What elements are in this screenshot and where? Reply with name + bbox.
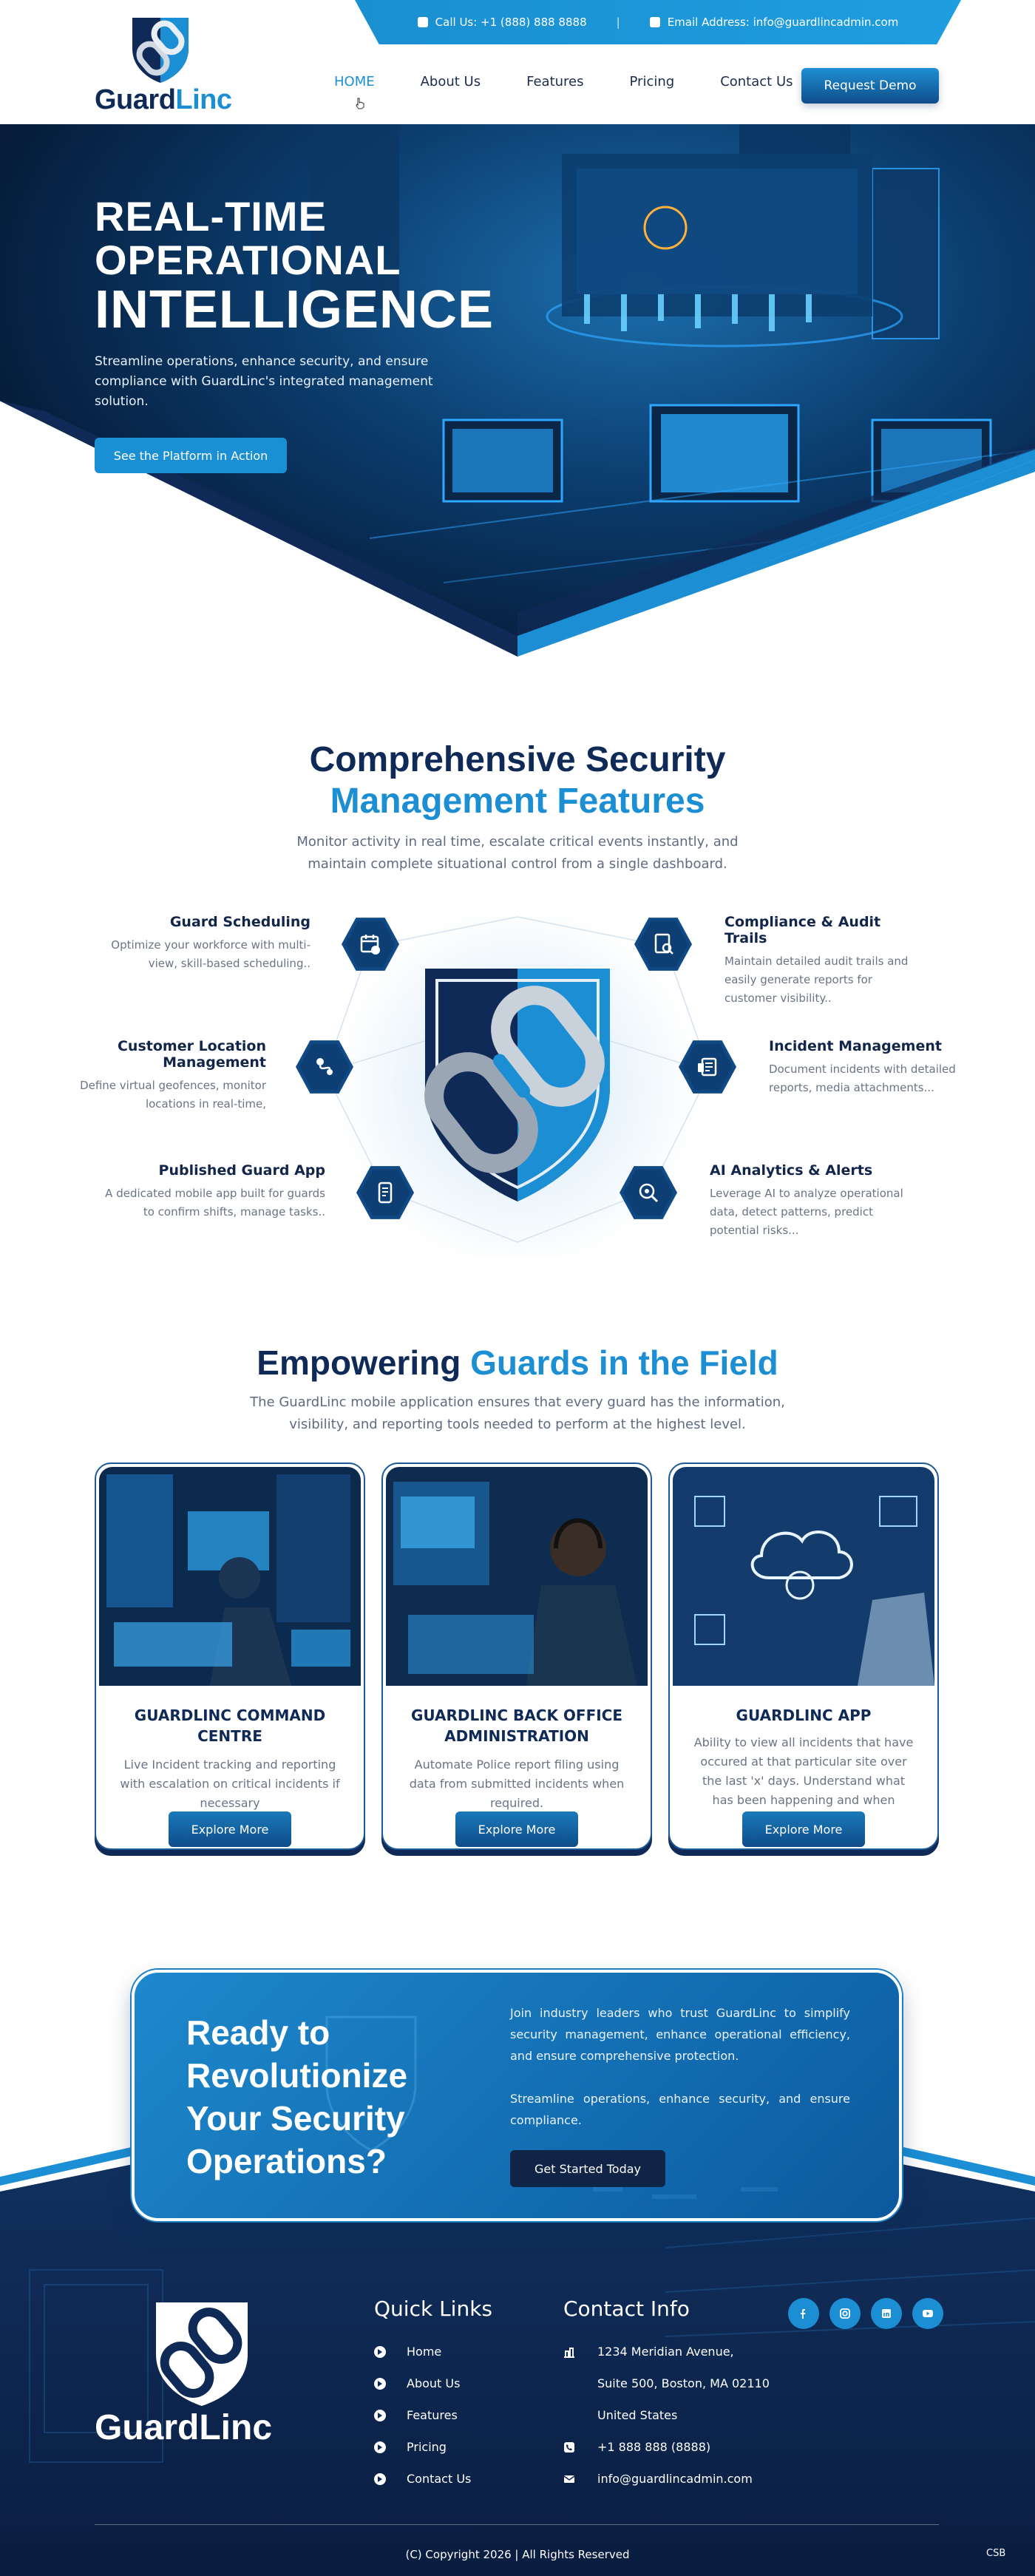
footer-link-contact[interactable]: Contact Us bbox=[374, 2463, 492, 2495]
linkedin-icon[interactable] bbox=[871, 2298, 902, 2329]
feature-incident-management: Incident Management Document incidents w… bbox=[769, 1038, 956, 1094]
nav-about-us[interactable]: About Us bbox=[420, 74, 481, 89]
explore-command-centre-button[interactable]: Explore More bbox=[169, 1811, 291, 1847]
card-back-office: GUARDLINC BACK OFFICE ADMINISTRATION Aut… bbox=[381, 1462, 652, 1850]
building-icon bbox=[564, 2347, 574, 2358]
footer-shield-logo-icon bbox=[156, 2302, 248, 2406]
hero-headline: REAL-TIME OPERATIONAL INTELLIGENCE bbox=[95, 193, 495, 339]
mail-icon bbox=[563, 2475, 575, 2483]
nav-pricing[interactable]: Pricing bbox=[629, 74, 675, 89]
footer-wordmark: GuardLinc bbox=[95, 2408, 273, 2447]
footer-email[interactable]: info@guardlincadmin.com bbox=[563, 2463, 770, 2495]
request-demo-button[interactable]: Request Demo bbox=[801, 68, 939, 104]
feature-guard-app: Published Guard App A dedicated mobile a… bbox=[105, 1162, 325, 1218]
copyright: (C) Copyright 2026 | All Rights Reserved bbox=[405, 2548, 630, 2561]
command-centre-image bbox=[99, 1467, 361, 1686]
call-info[interactable]: Call Us: +1 (888) 888 8888 bbox=[417, 16, 587, 29]
social-links bbox=[788, 2298, 943, 2329]
phone-icon bbox=[417, 17, 428, 27]
nav-contact-us[interactable]: Contact Us bbox=[720, 74, 793, 89]
cta-shield-watermark bbox=[325, 2016, 778, 2199]
contact-info: Contact Info 1234 Meridian Avenue, Suite… bbox=[563, 2297, 770, 2495]
arrow-circle-icon bbox=[374, 2472, 386, 2485]
arrow-circle-icon bbox=[374, 2345, 386, 2358]
top-contact-bar: Call Us: +1 (888) 888 8888 | Email Addre… bbox=[355, 0, 961, 44]
features-subtitle: Monitor activity in real time, escalate … bbox=[296, 834, 739, 872]
features-title: Comprehensive Security Management Featur… bbox=[309, 740, 726, 821]
guards-subtitle: The GuardLinc mobile application ensures… bbox=[250, 1394, 785, 1432]
explore-back-office-button[interactable]: Explore More bbox=[455, 1811, 578, 1847]
email-info[interactable]: Email Address: info@guardlincadmin.com bbox=[649, 16, 898, 29]
card-guardlinc-app: GUARDLINC APP Ability to view all incide… bbox=[668, 1462, 939, 1850]
cta-banner: Ready to Revolutionize Your Security Ope… bbox=[132, 1970, 902, 2221]
hero-subtitle: Streamline operations, enhance security,… bbox=[95, 354, 433, 409]
see-platform-button[interactable]: See the Platform in Action bbox=[95, 438, 287, 473]
arrow-circle-icon bbox=[374, 2409, 386, 2421]
address-line-2: Suite 500, Boston, MA 02110 bbox=[597, 2376, 770, 2390]
footer-divider bbox=[95, 2524, 939, 2525]
feature-guard-scheduling: Guard Scheduling Optimize your workforce… bbox=[111, 914, 310, 970]
main-nav: HOME About Us Features Pricing Contact U… bbox=[334, 74, 839, 89]
nav-home[interactable]: HOME bbox=[334, 74, 375, 89]
guards-title: Empowering Guards in the Field bbox=[257, 1343, 778, 1382]
explore-guardlinc-app-button[interactable]: Explore More bbox=[742, 1811, 865, 1847]
address-line-3: United States bbox=[597, 2408, 678, 2422]
arrow-circle-icon bbox=[374, 2441, 386, 2453]
guardlinc-app-image bbox=[673, 1467, 934, 1686]
youtube-icon[interactable] bbox=[912, 2298, 943, 2329]
topbar-separator: | bbox=[616, 16, 620, 29]
feature-ai-analytics: AI Analytics & Alerts Leverage AI to ana… bbox=[710, 1162, 903, 1237]
instagram-icon[interactable] bbox=[829, 2298, 861, 2329]
mail-icon bbox=[649, 17, 660, 27]
shield-chain-illustration bbox=[424, 969, 610, 1201]
quick-links: Quick Links Home About Us Features Prici… bbox=[374, 2297, 492, 2495]
footer-link-pricing[interactable]: Pricing bbox=[374, 2431, 492, 2463]
brand-logo[interactable]: GuardLinc bbox=[95, 13, 232, 117]
footer-link-features[interactable]: Features bbox=[374, 2399, 492, 2431]
csb-badge: CSB bbox=[986, 2548, 1006, 2559]
footer-link-about[interactable]: About Us bbox=[374, 2367, 492, 2399]
arrow-circle-icon bbox=[374, 2377, 386, 2390]
address-line-1: 1234 Meridian Avenue, bbox=[563, 2336, 770, 2367]
phone-icon bbox=[564, 2441, 574, 2453]
back-office-image bbox=[386, 1467, 648, 1686]
footer-phone[interactable]: +1 888 888 (8888) bbox=[563, 2431, 770, 2463]
footer-logo[interactable]: GuardLinc bbox=[95, 2297, 302, 2459]
get-started-button[interactable]: Get Started Today bbox=[510, 2150, 665, 2187]
features-diagram: Guard Scheduling Optimize your workforce… bbox=[0, 887, 1035, 1272]
footer-link-home[interactable]: Home bbox=[374, 2336, 492, 2367]
brand-wordmark: GuardLinc bbox=[95, 84, 232, 115]
feature-customer-location: Customer Location Management Define virt… bbox=[80, 1038, 266, 1111]
hero-section: REAL-TIME OPERATIONAL INTELLIGENCE Strea… bbox=[0, 124, 1035, 657]
cta-paragraph-1: Join industry leaders who trust GuardLin… bbox=[510, 2006, 850, 2063]
hand-cursor-icon bbox=[356, 98, 364, 109]
feature-compliance: Compliance & Audit Trails Maintain detai… bbox=[724, 914, 909, 1005]
cta-heading: Ready to Revolutionize Your Security Ope… bbox=[186, 2013, 408, 2180]
card-command-centre: GUARDLINC COMMAND CENTRE Live Incident t… bbox=[95, 1462, 365, 1850]
shield-chain-logo-icon bbox=[132, 18, 189, 83]
cta-paragraph-2: Streamline operations, enhance security,… bbox=[510, 2092, 850, 2127]
facebook-icon[interactable] bbox=[788, 2298, 819, 2329]
nav-features[interactable]: Features bbox=[526, 74, 584, 89]
server-room-illustration bbox=[310, 124, 1035, 583]
